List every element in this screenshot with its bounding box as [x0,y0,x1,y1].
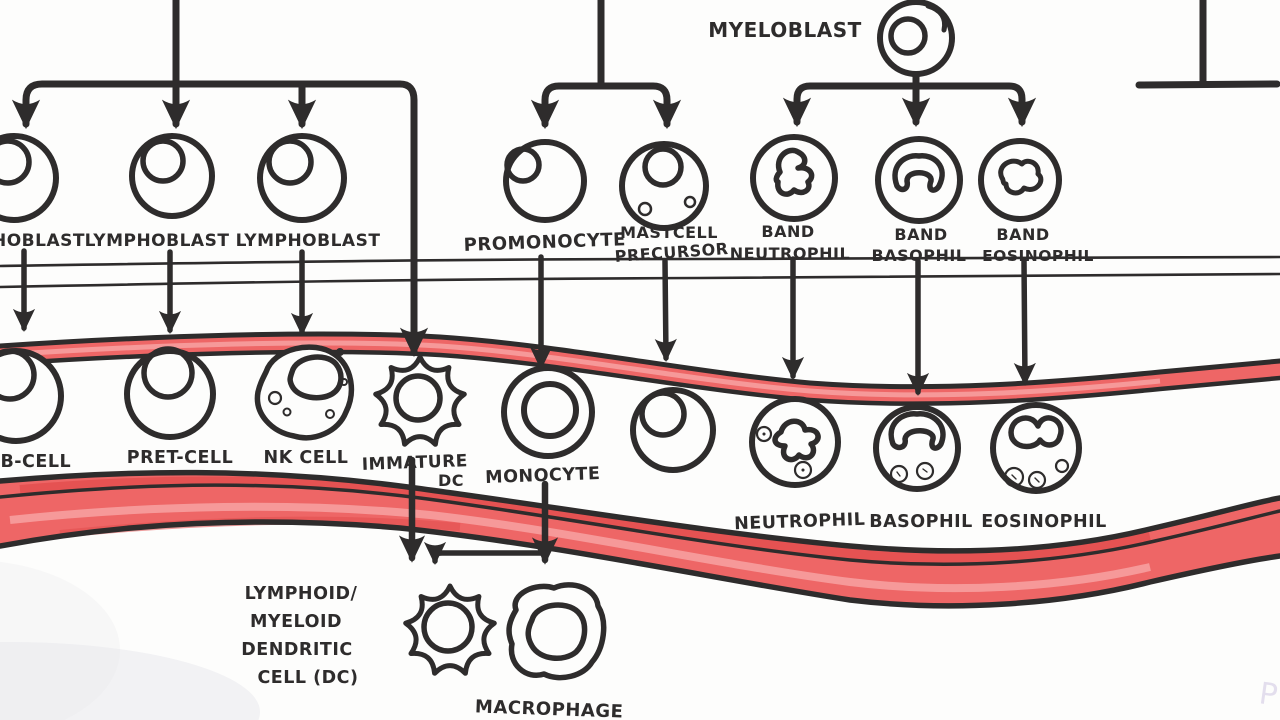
unlabeled-cell [630,387,716,473]
dendritic-cell-cell [403,583,497,676]
macrophage-label: MACROPHAGE [475,696,624,720]
band-basophil-cell [875,136,963,224]
faint-watermark: P [1257,676,1280,713]
pre-t-cell-cell [124,346,216,440]
branch-lines-left [11,0,429,358]
band-basophil-label-2: BASOPHIL [872,246,967,265]
neutrophil-cell [749,396,841,488]
band-basophil-label-1: BAND [894,225,947,244]
mastcell-precursor-label-2: PRECURSOR [614,239,729,266]
nk-cell-label: NK CELL [264,448,349,468]
paper-shadow [0,642,260,720]
paper-shadow-2 [0,561,120,720]
band-neutrophil-label-2: NEUTROPHIL [730,244,850,263]
basophil-cell [873,404,961,492]
band-eosinophil-cell [978,138,1062,222]
dendritic-cell-label-3: DENDRITIC [241,640,352,660]
boundary-line-upper [0,255,1280,268]
immature-dc-label-1: IMMATURE [361,451,468,475]
band-eosinophil-label-1: BAND [996,225,1049,244]
nk-cell-cell [254,344,355,441]
basophil-label: BASOPHIL [869,512,973,532]
vessel-wall-lower [0,469,1280,609]
band-eosinophil-label-2: EOSINOPHIL [982,247,1094,265]
pre-t-cell-label: PRET-CELL [127,448,233,468]
promonocyte-cell [503,139,587,223]
b-cell-label: EB-CELL [0,452,71,472]
monocyte-cell [501,365,595,459]
macrophage-cell [506,582,607,681]
lymphoblast-cell-2 [129,133,215,219]
promonocyte-label: PROMONOCYTE [463,229,626,256]
lymphoblast-cell-3 [257,133,347,223]
dendritic-cell-label-4: CELL (DC) [257,668,358,688]
eosinophil-cell [990,402,1082,494]
branch-lines-middle [530,0,682,130]
dendritic-cell-label-2: MYELOID [250,612,342,632]
immature-dc-label-2: DC [438,471,464,490]
eosinophil-label: EOSINOPHIL [981,512,1107,532]
boundary-line-lower [0,272,1280,289]
differentiation-arrows-row1 [12,248,1036,397]
mastcell-precursor-label-1: MASTCELL [620,223,718,242]
myeloblast-label: MYELOBLAST [708,18,862,42]
lymphoblast-3-label: LYMPHOBLAST [236,231,381,251]
band-neutrophil-label-1: BAND [761,222,814,241]
myeloblast-cell [877,0,955,77]
immature-dc-cell [373,354,467,447]
branch-lines-myeloblast [782,72,1037,128]
differentiation-arrows-row2 [398,456,559,566]
lymphoblast-2-label: LYMPHOBLAST [85,231,230,251]
dendritic-cell-label-1: LYMPHOID/ [245,584,358,604]
neutrophil-label: NEUTROPHIL [734,510,866,535]
mastcell-precursor-cell [619,141,709,231]
lymphoblast-cell-1 [0,133,59,223]
lymphoblast-1-label: HOBLAST [0,231,85,251]
b-cell-cell [0,348,64,444]
monocyte-label: MONOCYTE [485,464,601,488]
branch-lines-right-cropped [1135,0,1280,89]
band-neutrophil-cell [750,134,838,222]
